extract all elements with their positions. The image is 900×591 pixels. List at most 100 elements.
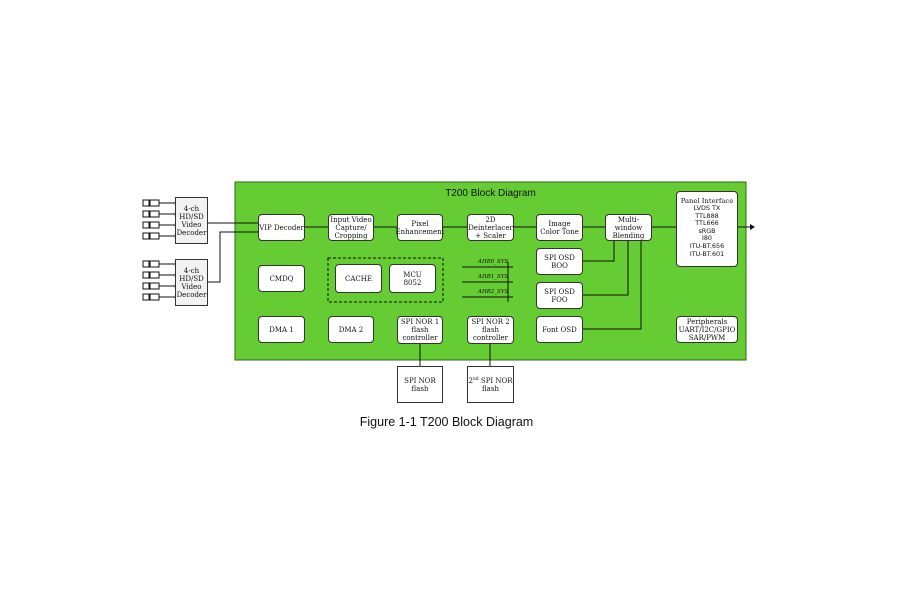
bus-label-ahb0: AHB0_SYS bbox=[478, 259, 509, 265]
flash-label: flash bbox=[482, 384, 499, 393]
font-osd-block: Font OSD bbox=[536, 316, 583, 343]
panel-item: I80 bbox=[701, 234, 713, 243]
flash-label: flash bbox=[411, 384, 429, 393]
connector-lines bbox=[208, 222, 755, 366]
block-label: controller bbox=[402, 334, 438, 342]
spi-nor1-controller-block: SPI NOR 1 flash controller bbox=[397, 316, 443, 344]
panel-item: LVDS TX bbox=[693, 204, 721, 212]
block-label: Peripherals bbox=[686, 317, 728, 326]
block-label: Font OSD bbox=[542, 325, 577, 334]
video-connector-icon bbox=[142, 221, 180, 229]
block-label: MCU bbox=[403, 270, 422, 279]
block-label: SAR/PWM bbox=[688, 333, 726, 342]
block-label: UART/I2C/GPIO bbox=[678, 325, 736, 334]
bus-label-ahb2: AHB2_SYS bbox=[478, 289, 509, 295]
panel-item: TTL888 bbox=[695, 211, 719, 220]
video-connector-icon bbox=[142, 232, 180, 240]
block-label: SPI NOR 1 bbox=[400, 318, 440, 326]
block-label: VIP Decoder bbox=[259, 223, 304, 232]
peripherals-block: Peripherals UART/I2C/GPIO SAR/PWM bbox=[676, 316, 738, 343]
panel-item: sRGB bbox=[698, 226, 716, 235]
block-label: Input Video bbox=[330, 215, 372, 224]
flash-label: 2nd SPI NOR bbox=[468, 377, 512, 385]
decoder-label: Decoder bbox=[176, 228, 207, 237]
image-color-tone-block: Image Color Tone bbox=[536, 214, 583, 241]
block-label: Pixel bbox=[411, 219, 429, 228]
block-label: controller bbox=[473, 334, 508, 342]
dma1-block: DMA 1 bbox=[258, 316, 305, 343]
panel-item: ITU-BT.656 bbox=[689, 241, 725, 250]
video-connector-icon bbox=[142, 271, 180, 279]
video-decoder-2: 4-ch HD/SD Video Decoder bbox=[175, 259, 208, 306]
decoder-label: Video bbox=[181, 220, 202, 229]
flash-label-suffix: SPI NOR bbox=[478, 376, 513, 385]
video-connector-icon bbox=[142, 260, 180, 268]
block-label: Color Tone bbox=[540, 227, 579, 236]
decoder-label: Video bbox=[181, 282, 202, 291]
cmdq-block: CMDQ bbox=[258, 265, 305, 292]
diagram-title: T200 Block Diagram bbox=[445, 188, 536, 199]
block-label: Cropping bbox=[334, 231, 368, 240]
block-label: BOO bbox=[551, 261, 568, 270]
flash-label-superscript: nd bbox=[472, 376, 479, 382]
block-label: Image bbox=[548, 219, 571, 228]
flash-label-prefix: 2 bbox=[468, 376, 473, 385]
flash-label: SPI NOR bbox=[404, 376, 436, 385]
block-label: DMA 2 bbox=[338, 325, 364, 334]
block-label: CMDQ bbox=[269, 274, 294, 283]
spi-osd-foo-block: SPI OSD FOO bbox=[536, 282, 583, 309]
panel-item: TTL666 bbox=[695, 219, 719, 228]
block-label: SPI OSD bbox=[544, 287, 575, 296]
block-label: FOO bbox=[551, 295, 568, 304]
deinterlacer-scaler-block: 2D Deinterlacer + Scaler bbox=[467, 214, 514, 241]
block-label: 8052 bbox=[403, 278, 422, 287]
multi-window-blending-block: Multi-window Blending bbox=[605, 214, 652, 241]
wire-osdboo-blend bbox=[583, 238, 615, 262]
decoder-label: HD/SD bbox=[179, 274, 204, 283]
block-label: CACHE bbox=[345, 274, 372, 283]
video-connector-icon bbox=[142, 282, 180, 290]
panel-title: Panel Interface bbox=[680, 197, 734, 205]
bus-label-ahb1: AHB1_SYS bbox=[478, 274, 509, 280]
video-connector-icon bbox=[142, 210, 180, 218]
block-label: flash bbox=[482, 326, 499, 334]
panel-item: ITU-BT.601 bbox=[689, 249, 725, 258]
spi-osd-boo-block: SPI OSD BOO bbox=[536, 248, 583, 275]
block-label: Multi-window bbox=[614, 215, 643, 232]
decoder-label: 4-ch bbox=[183, 266, 200, 275]
cpu-cluster-outline bbox=[327, 257, 444, 303]
block-label: Capture/ bbox=[335, 223, 367, 232]
block-label: DMA 1 bbox=[269, 325, 294, 334]
block-label: SPI NOR 2 bbox=[471, 318, 510, 326]
pixel-enhancement-block: Pixel Enhancement bbox=[395, 214, 445, 241]
video-connector-icon bbox=[142, 199, 180, 207]
figure-caption: Figure 1-1 T200 Block Diagram bbox=[359, 415, 534, 429]
mcu-block: MCU 8052 bbox=[389, 264, 436, 293]
cache-block: CACHE bbox=[335, 264, 382, 293]
output-arrow-icon bbox=[750, 224, 755, 230]
block-label: 2D Deinterlacer bbox=[468, 215, 513, 232]
spi-nor-flash-1: SPI NOR flash bbox=[397, 366, 443, 403]
block-label: Enhancement bbox=[395, 227, 445, 236]
video-input-connectors bbox=[142, 199, 180, 301]
wire-decoder2-vip bbox=[208, 231, 258, 283]
wire-osdfoo-blend bbox=[583, 238, 629, 296]
decoder-label: Decoder bbox=[176, 290, 207, 299]
block-label: + Scaler bbox=[475, 231, 506, 240]
spi-nor-flash-2: 2nd SPI NOR flash bbox=[467, 366, 514, 403]
panel-interface-block: Panel Interface LVDS TX TTL888 TTL666 sR… bbox=[676, 191, 738, 267]
decoder-label: HD/SD bbox=[179, 212, 204, 221]
block-label: Blending bbox=[612, 231, 645, 240]
video-decoder-1: 4-ch HD/SD Video Decoder bbox=[175, 197, 208, 244]
video-connector-icon bbox=[142, 293, 180, 301]
input-video-capture-block: Input Video Capture/ Cropping bbox=[328, 214, 374, 241]
block-label: SPI OSD bbox=[544, 253, 575, 262]
block-label: flash bbox=[411, 326, 429, 334]
spi-nor2-controller-block: SPI NOR 2 flash controller bbox=[467, 316, 514, 344]
vip-decoder-block: VIP Decoder bbox=[258, 214, 305, 241]
wire-fontosd-blend bbox=[583, 238, 642, 330]
dma2-block: DMA 2 bbox=[328, 316, 374, 343]
decoder-label: 4-ch bbox=[183, 204, 200, 213]
